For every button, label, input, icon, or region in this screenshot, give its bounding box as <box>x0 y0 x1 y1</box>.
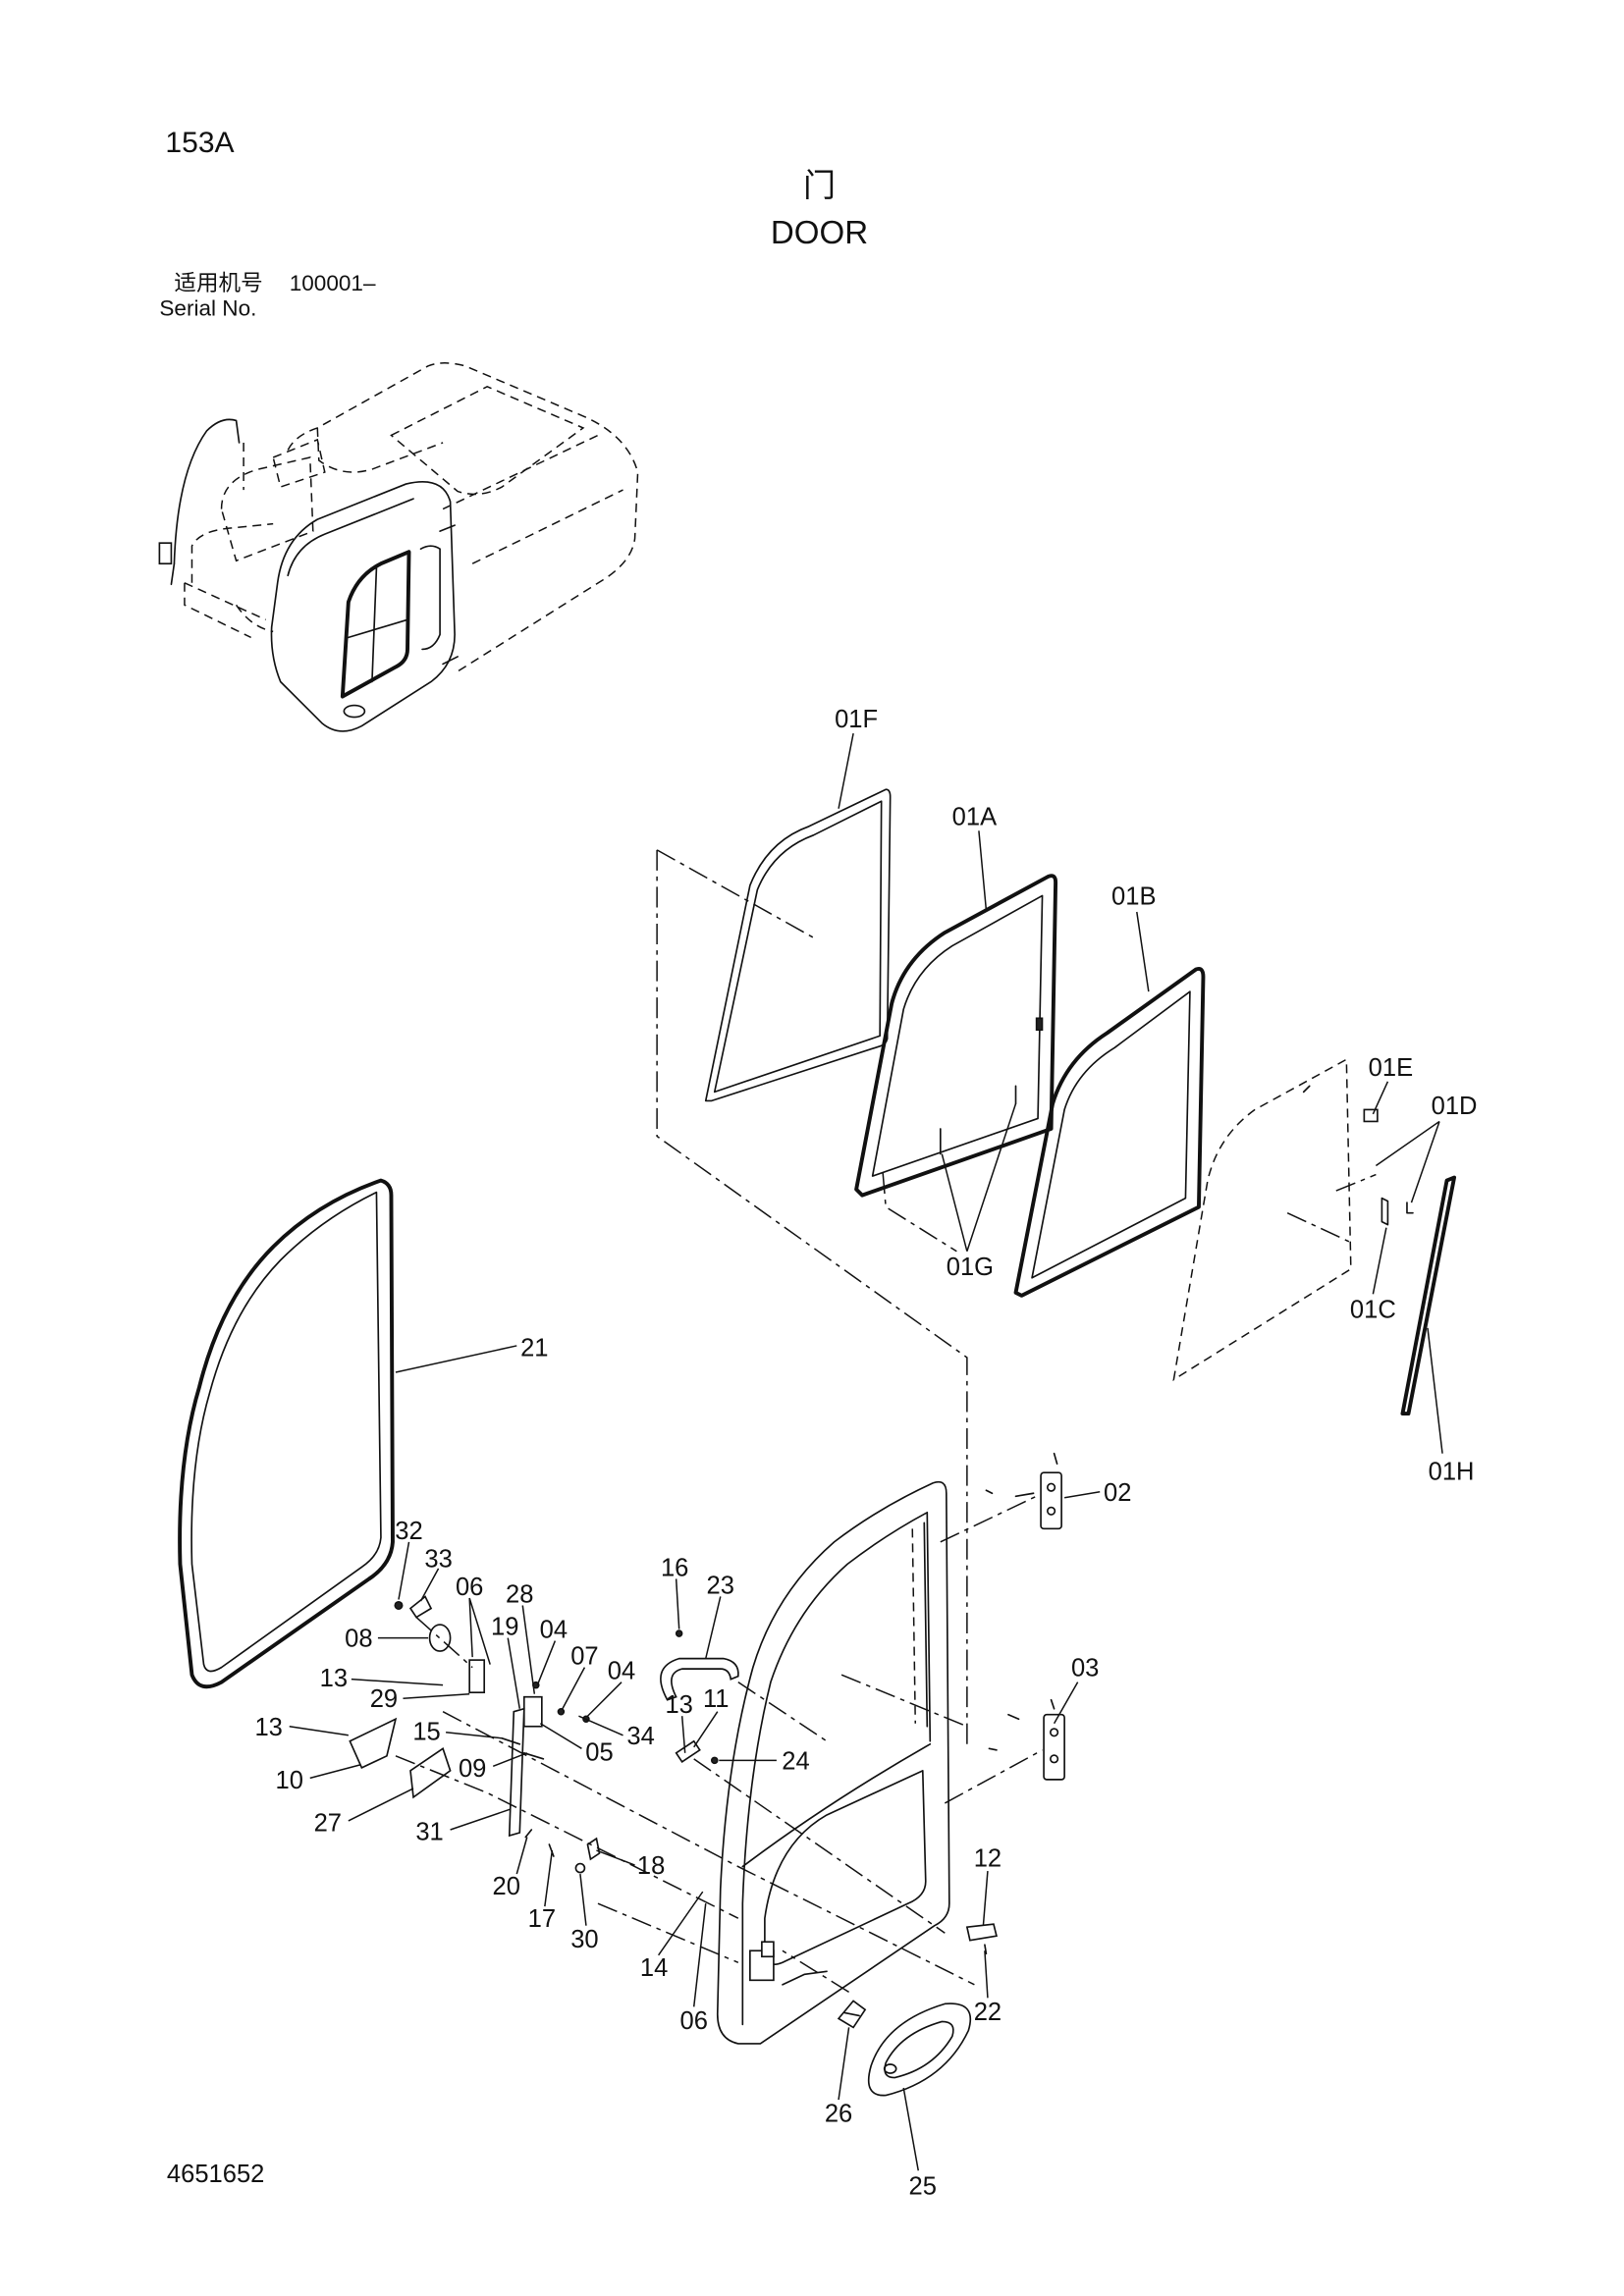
callout-02: 02 <box>1104 1479 1131 1507</box>
callout-19: 19 <box>491 1614 518 1641</box>
callout-24: 24 <box>782 1747 809 1775</box>
plate-28 <box>522 1695 543 1728</box>
callout-21: 21 <box>520 1334 548 1362</box>
callout-05: 05 <box>585 1738 613 1766</box>
callout-20: 20 <box>493 1873 520 1900</box>
callout-28: 28 <box>506 1580 533 1608</box>
screw-22 <box>984 1944 988 1955</box>
callout-13-lower-left: 13 <box>254 1714 282 1741</box>
callout-06-upper: 06 <box>456 1574 483 1601</box>
glass-01F <box>704 788 892 1102</box>
screw-32 <box>394 1600 404 1611</box>
latch-08 <box>428 1624 452 1652</box>
callout-29: 29 <box>370 1685 398 1713</box>
washer-30 <box>574 1862 586 1874</box>
title-chinese: 门 <box>803 168 836 204</box>
callout-04-right: 04 <box>608 1658 635 1685</box>
callout-03: 03 <box>1071 1655 1099 1682</box>
callout-01C: 01C <box>1350 1296 1396 1323</box>
callout-06-lower: 06 <box>679 2007 707 2035</box>
callout-labels: 01F 01A 01B 01E 01D 01G 01C 01H 21 02 32… <box>254 706 1477 2200</box>
callout-33: 33 <box>424 1545 452 1573</box>
callout-27: 27 <box>314 1809 342 1837</box>
callout-01H: 01H <box>1429 1459 1475 1486</box>
callout-15: 15 <box>412 1718 440 1745</box>
drawing-number: 4651652 <box>167 2161 264 2188</box>
glass-strip-01H <box>1400 1175 1457 1416</box>
callout-34: 34 <box>626 1723 654 1750</box>
cover-10 <box>349 1717 398 1769</box>
callout-17: 17 <box>528 1905 556 1933</box>
callout-01F: 01F <box>835 706 878 733</box>
part-01D <box>1406 1201 1414 1214</box>
left-side-small-parts <box>349 1595 601 1874</box>
striker-06 <box>468 1659 486 1694</box>
callout-26: 26 <box>825 2101 852 2128</box>
callout-08: 08 <box>345 1626 372 1653</box>
pin-20-17 <box>524 1829 555 1857</box>
door-frame <box>716 1480 950 2045</box>
callout-12: 12 <box>974 1845 1001 1873</box>
callout-31: 31 <box>415 1819 443 1846</box>
callout-11: 11 <box>703 1685 730 1713</box>
hinge-03 <box>988 1698 1065 1781</box>
serial-number: 100001– <box>290 271 376 295</box>
assembly-centerlines <box>395 849 1043 1993</box>
callout-04-left: 04 <box>540 1617 568 1644</box>
callout-14: 14 <box>640 1954 668 1982</box>
glass-frame-01A <box>854 874 1058 1198</box>
bracket-12 <box>965 1923 998 1942</box>
cover-27 <box>409 1747 452 1799</box>
callout-18: 18 <box>637 1852 665 1880</box>
callout-10: 10 <box>275 1767 302 1794</box>
callout-01A: 01A <box>952 803 997 830</box>
sliding-glass-assembly <box>1172 1058 1414 1382</box>
callout-07: 07 <box>570 1643 598 1671</box>
leader-lines <box>289 732 1443 2171</box>
glass-frame-01B <box>1013 967 1206 1298</box>
callout-32: 32 <box>395 1518 422 1545</box>
part-18 <box>586 1837 601 1861</box>
callout-30: 30 <box>570 1926 598 1953</box>
hinge-02 <box>985 1452 1062 1530</box>
door-seal-21 <box>178 1178 395 1689</box>
serial-label-chinese: 适用机号 <box>174 271 262 295</box>
callout-01D: 01D <box>1432 1093 1478 1120</box>
callout-22: 22 <box>974 1999 1001 2026</box>
callout-09: 09 <box>459 1755 486 1783</box>
callout-01G: 01G <box>947 1254 994 1281</box>
callout-25: 25 <box>909 2172 937 2200</box>
callout-01B: 01B <box>1111 882 1156 910</box>
serial-label-english: Serial No. <box>159 296 256 321</box>
part-01E <box>1363 1108 1379 1123</box>
callout-01E: 01E <box>1369 1054 1413 1082</box>
part-01C <box>1380 1197 1389 1226</box>
callout-13-center: 13 <box>665 1691 692 1719</box>
right-lower-parts <box>837 1923 998 2097</box>
title-english: DOOR <box>771 215 868 251</box>
callout-13-upper-left: 13 <box>320 1665 348 1692</box>
cab-location-thumbnail <box>158 362 639 732</box>
sheet-code: 153A <box>165 127 234 159</box>
callout-16: 16 <box>661 1554 688 1581</box>
handle-plate-25 <box>867 2002 972 2097</box>
callout-23: 23 <box>707 1572 734 1599</box>
strip-31 <box>508 1707 525 1838</box>
